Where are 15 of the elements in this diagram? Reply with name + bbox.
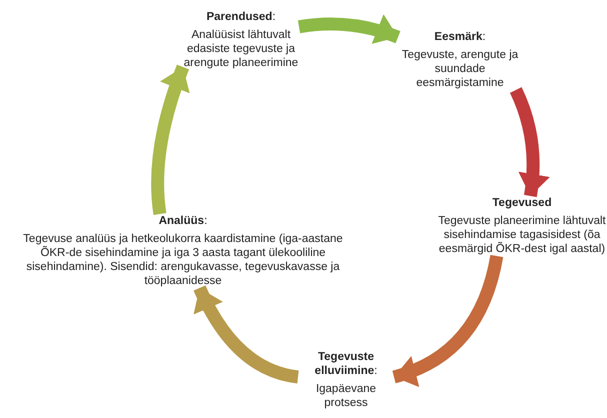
stage-heading: Tegevused	[491, 196, 553, 210]
curved-arrow	[298, 14, 400, 44]
stage-heading: Parendused:	[205, 10, 277, 24]
stage-description: Tegevuste planeerimine lähtuvalt sisehindamise tagasisidest (õa eesmärgid ÕKR-dest igal aastal)	[438, 214, 606, 256]
stage-heading: Eesmärk:	[433, 30, 487, 44]
stage-description: Analüüsist lähtuvalt edasiste tegevuste ja arengute planeerimine	[183, 28, 299, 70]
stage-heading: Analüüs:	[158, 214, 208, 228]
stage-description: Igapäevane protsess	[314, 382, 378, 410]
curved-arrow	[392, 254, 504, 386]
stage-description: Tegevuse analüüs ja hetkeolukorra kaardistamine (iga-aastane ÕKR-de sisehindamine ja iga 3 aasta tagant ülekooliline sisehindamine). Sisendid: arengukavasse, tegevuskavasse ja tööplaanidesse	[22, 232, 344, 288]
stage-description: Tegevuste, arengute ja suundade eesmärgistamine	[400, 48, 520, 90]
curved-arrow	[151, 64, 190, 215]
stage-heading: Tegevuste elluviimine:	[314, 350, 378, 378]
curved-arrow	[194, 285, 300, 384]
curved-arrow	[510, 87, 550, 197]
